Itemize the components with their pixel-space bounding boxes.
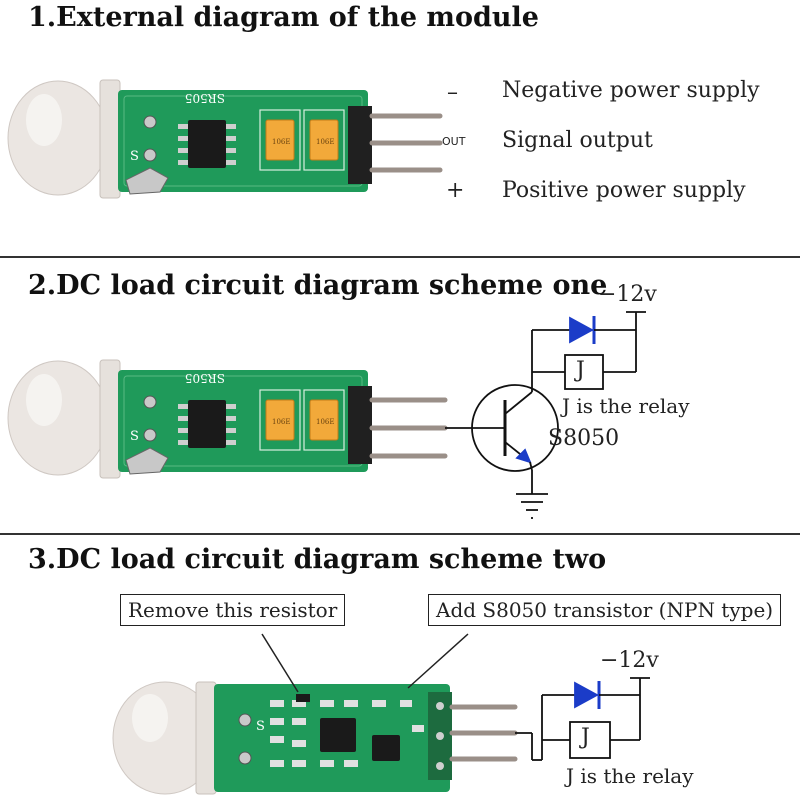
relay-note-2: J is the relay (566, 764, 694, 788)
silkscreen-2: SR505 (185, 371, 225, 385)
section1-heading: 1.External diagram of the module (28, 2, 539, 33)
pin-s-label-2: S (130, 429, 139, 444)
lens-collar-2 (99, 359, 121, 479)
pin-symbol-out: OUT (442, 135, 466, 148)
section3-heading: 3.DC load circuit diagram scheme two (28, 544, 607, 575)
header-block-1 (348, 106, 372, 184)
emitter-arrow (515, 448, 532, 464)
header-block-2 (348, 386, 372, 464)
voltage-label-1: −12v (598, 282, 657, 307)
relay-box-1 (564, 354, 604, 390)
pin-symbol-negative: – (447, 80, 458, 105)
transistor-added (372, 735, 400, 761)
resistor-remove (296, 694, 310, 702)
cap-mark-2a: 106E (272, 418, 290, 426)
ic-chip-3 (320, 718, 356, 752)
divider-1 (0, 256, 800, 258)
ic-chip-2 (188, 400, 226, 448)
pin-label-negative: Negative power supply (502, 78, 760, 103)
callout-add-transistor: Add S8050 transistor (NPN type) (428, 594, 782, 626)
diode-2 (574, 681, 599, 709)
module-1 (7, 79, 443, 199)
pin-symbol-positive: + (446, 178, 465, 203)
lens-collar-1 (99, 79, 121, 199)
diode-1 (569, 316, 594, 344)
pir-lens-1 (7, 80, 109, 196)
cap-mark-2b: 106E (316, 418, 334, 426)
pcb-board-2 (118, 370, 368, 472)
solder-pad-1 (125, 167, 169, 195)
circuit-scheme-one (445, 311, 646, 519)
capacitor-2a (265, 399, 295, 441)
pin-s-label-3: S (256, 719, 265, 734)
callout-remove-resistor: Remove this resistor (120, 594, 346, 626)
solder-pad-2 (125, 447, 169, 475)
module-2 (7, 359, 448, 479)
pin-label-out: Signal output (502, 128, 653, 153)
transistor-label: S8050 (548, 426, 620, 451)
callout-leader-remove (261, 633, 299, 693)
relay-note-1: J is the relay (562, 394, 690, 418)
module-3 (112, 681, 518, 795)
pin-s-label-1: S (130, 149, 139, 164)
cap-mark-1b: 106E (316, 138, 334, 146)
ic-chip-1 (188, 120, 226, 168)
transistor-circle (471, 384, 559, 472)
divider-2 (0, 533, 800, 535)
lens-collar-3 (195, 681, 217, 795)
relay-symbol-1: J (576, 358, 585, 383)
circuit-scheme-two (515, 677, 650, 761)
silkscreen-1: SR505 (185, 91, 225, 105)
callout-leader-add (407, 633, 469, 689)
pcb-board-1 (118, 90, 368, 192)
section2-heading: 2.DC load circuit diagram scheme one (28, 270, 608, 301)
relay-symbol-2: J (581, 725, 590, 750)
voltage-label-2: −12v (600, 648, 659, 673)
transistor-collector (504, 391, 533, 415)
capacitor-1b (309, 119, 339, 161)
capacitor-2b (309, 399, 339, 441)
cap-mark-1a: 106E (272, 138, 290, 146)
capacitor-1a (265, 119, 295, 161)
pir-lens-2 (7, 360, 109, 476)
relay-box-2 (569, 721, 611, 759)
pin-label-positive: Positive power supply (502, 178, 746, 203)
